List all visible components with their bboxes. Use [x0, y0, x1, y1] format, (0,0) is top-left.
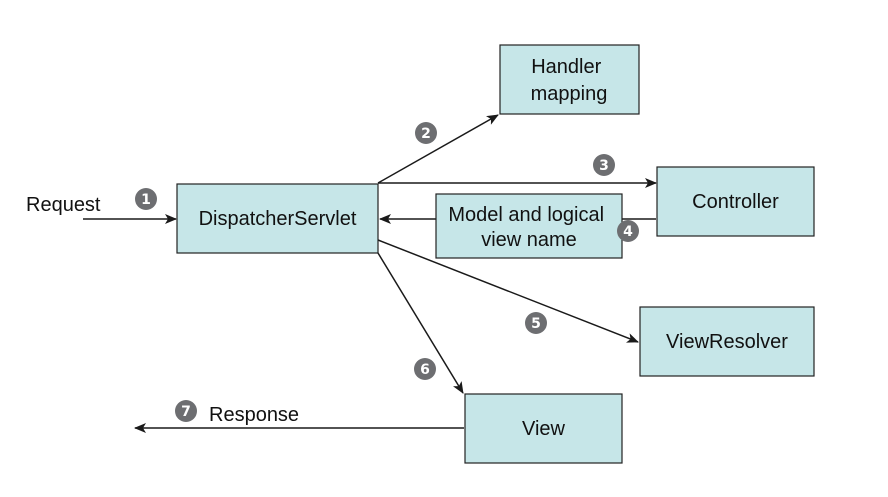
handler-mapping-label: Handler mapping — [531, 56, 608, 105]
handler-mapping-node: Handler mapping — [499, 44, 640, 115]
model-and-view-name-node: Model and logical view name — [435, 193, 623, 259]
view-arrow — [377, 252, 464, 394]
controller-label-line-1: Controller — [692, 191, 779, 213]
step-1-number: 1 — [141, 192, 151, 208]
handler-mapping-label-line-2: mapping — [531, 83, 608, 105]
step-5-number: 5 — [531, 316, 541, 332]
dispatcher-servlet-label-line-1: DispatcherServlet — [199, 208, 357, 230]
step-4-number: 4 — [623, 224, 633, 240]
step-7-badge: 7 — [175, 400, 197, 422]
view-resolver-label-line-1: ViewResolver — [666, 331, 788, 353]
dispatcher-servlet-node: DispatcherServlet — [176, 183, 379, 254]
handler-mapping-arrow — [377, 114, 499, 184]
step-2-badge: 2 — [415, 122, 437, 144]
view-node: View — [464, 393, 623, 464]
step-7-number: 7 — [181, 404, 191, 420]
view-resolver-arrow — [377, 239, 639, 343]
step-3-number: 3 — [599, 158, 609, 174]
step-2-number: 2 — [421, 126, 431, 142]
response-label: Response — [209, 404, 299, 426]
model-and-view-name-label-line-1: Model and logical — [448, 204, 604, 226]
model-and-view-name-label: Model and logical view name — [448, 204, 609, 251]
dispatcher-servlet-label: DispatcherServlet — [199, 208, 357, 230]
step-1-badge: 1 — [135, 188, 157, 210]
view-label-line-1: View — [522, 418, 566, 440]
request-label: Request — [26, 194, 101, 216]
view-resolver-label: ViewResolver — [666, 331, 788, 353]
step-3-badge: 3 — [593, 154, 615, 176]
controller-node: Controller — [656, 166, 815, 237]
step-6-badge: 6 — [414, 358, 436, 380]
step-6-number: 6 — [420, 362, 430, 378]
model-and-view-name-label-line-2: view name — [481, 229, 577, 251]
view-label: View — [522, 418, 566, 440]
step-4-badge: 4 — [617, 220, 639, 242]
step-5-badge: 5 — [525, 312, 547, 334]
view-resolver-node: ViewResolver — [639, 306, 815, 377]
controller-label: Controller — [692, 191, 779, 213]
handler-mapping-label-line-1: Handler — [531, 56, 601, 78]
